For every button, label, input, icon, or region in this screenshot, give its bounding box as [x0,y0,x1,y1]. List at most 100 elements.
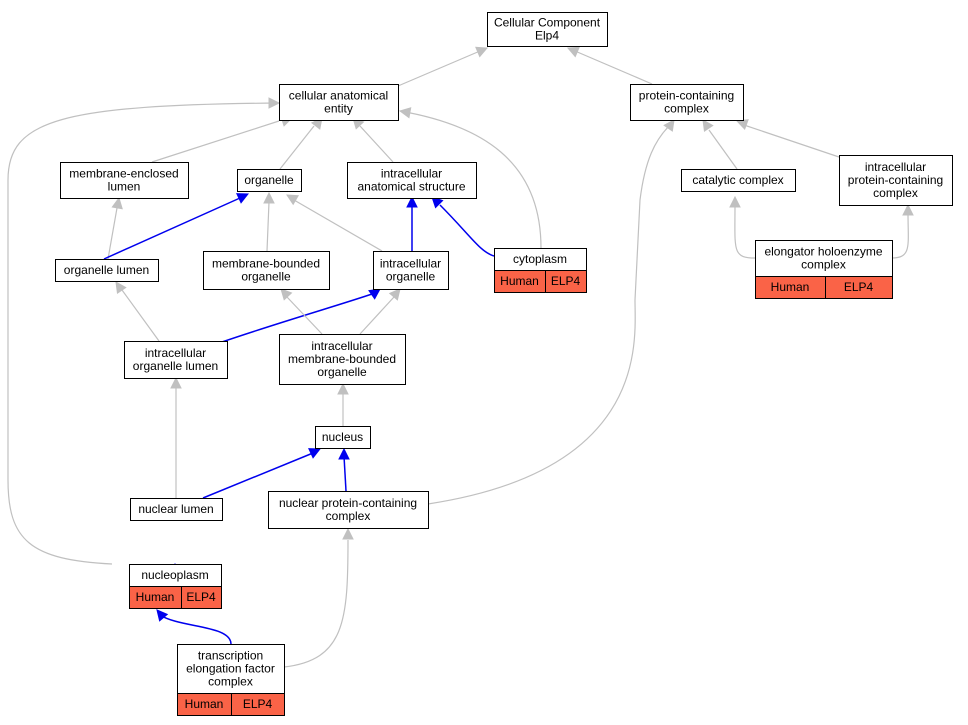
node-label: organelle [386,270,436,284]
arrowhead-23 [735,119,749,131]
node-label: elongation factor [186,662,275,676]
node-label: Cellular Component [494,16,601,30]
node-label: intracellular [311,339,372,353]
gene-label: ELP4 [844,280,874,294]
edge-24 [734,204,756,259]
gene-cell [825,276,893,299]
node-box [237,169,302,192]
node-label: transcription [198,649,263,663]
species-label: Human [136,590,175,604]
edge-4 [359,125,394,163]
edge-22 [708,129,738,170]
node-label: nucleoplasm [141,568,208,582]
node-label: membrane-enclosed [69,167,178,181]
node-label: nucleus [322,430,363,444]
arrowhead-20 [338,447,350,460]
edge-9 [266,201,270,252]
gene-cell [181,586,222,609]
species-label: Human [500,274,539,288]
node-organelle[interactable]: organelle [237,169,302,192]
node-label: complex [801,258,846,272]
node-label: organelle [241,270,291,284]
node-label: organelle lumen [133,359,218,373]
node-box [347,162,477,199]
arrowhead-16 [388,288,401,301]
node-label: protein-containing [848,173,943,187]
arrowhead-19 [308,448,322,459]
node-label: cytoplasm [513,252,567,266]
edge-1 [567,47,653,85]
arrowhead-27 [156,609,169,622]
arrowhead-28 [342,527,354,540]
arrowhead-0 [475,46,489,58]
node-box [487,12,608,47]
node-label: catalytic complex [692,173,783,187]
arrowhead-18 [170,376,182,389]
arrowhead-17 [337,382,349,395]
node-label: intracellular [381,167,442,181]
arrowhead-9 [263,191,275,204]
edge-16 [359,296,395,335]
arrowhead-10 [286,194,299,206]
arrowhead-8 [236,193,250,204]
edge-5 [399,110,542,249]
node-label: complex [873,186,918,200]
arrowhead-15 [280,288,293,301]
edge-13 [121,289,160,342]
node-label: cellular anatomical [289,89,388,103]
node-label: intracellular [380,257,441,271]
node-box [268,491,429,529]
edge-2 [151,120,280,163]
node-nuclear-lumen[interactable]: nuclear lumen [130,498,223,521]
node-label: anatomical structure [357,180,465,194]
node-catalytic-complex[interactable]: catalytic complex [681,169,796,192]
arrowhead-21 [663,119,675,132]
node-label: complex [208,675,253,689]
arrowhead-25 [902,203,914,216]
node-box [60,162,189,199]
node-label: lumen [108,180,141,194]
node-nucleus[interactable]: nucleus [315,426,371,449]
node-box [373,251,449,290]
edge-25 [891,212,909,259]
node-label: organelle [317,365,367,379]
edge-28 [283,539,349,668]
node-organelle-lumen[interactable]: organelle lumen [55,259,159,282]
node-label: nuclear lumen [138,502,213,516]
arrowhead-5 [398,107,412,119]
node-label: intracellular [145,346,206,360]
node-label: elongator holoenzyme [764,245,882,259]
edge-15 [286,296,323,335]
node-label: nuclear protein-containing [279,496,417,510]
node-box [630,84,744,121]
edge-0 [397,47,488,87]
node-label: entity [324,102,353,116]
node-label: Elp4 [535,29,559,43]
edge-12 [439,204,495,257]
edge-19 [202,452,314,499]
arrowhead-22 [702,119,714,132]
gene-cell [545,270,587,293]
gene-cell [231,693,285,716]
node-box [839,155,953,206]
arrowhead-1 [566,46,580,58]
species-label: Human [185,697,224,711]
edge-7 [107,207,118,260]
